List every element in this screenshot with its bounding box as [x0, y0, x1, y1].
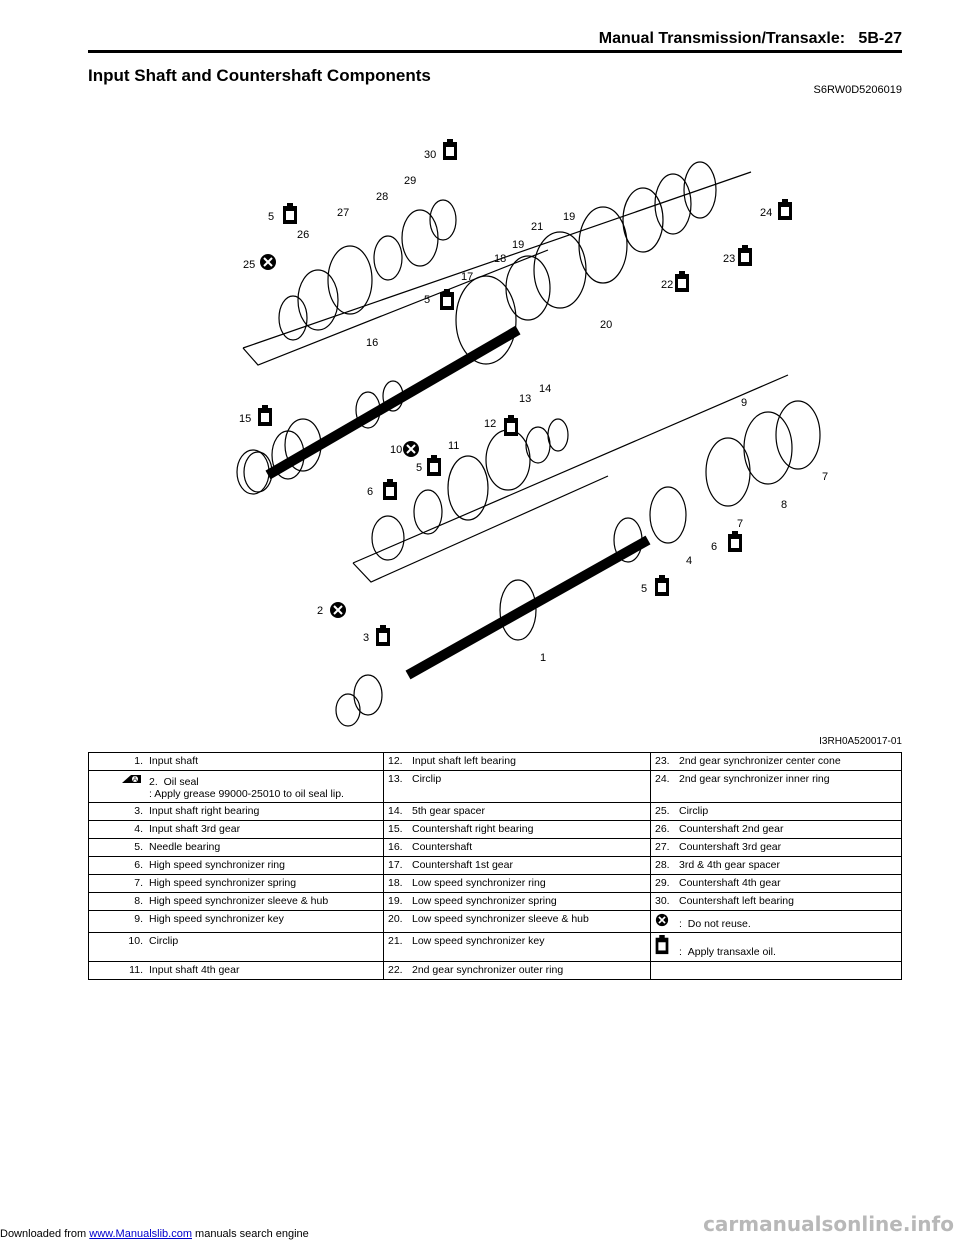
callout-25: 25	[243, 259, 255, 271]
callout-7b: 7	[737, 518, 743, 530]
table-row: 7.High speed synchronizer spring 18.Low …	[88, 874, 902, 893]
callout-14: 14	[539, 383, 551, 395]
figure-code: I3RH0A520017-01	[819, 736, 902, 747]
callout-20: 20	[600, 319, 612, 331]
countershaft-frame	[242, 171, 752, 349]
table-row: 9.High speed synchronizer key 20.Low spe…	[88, 910, 902, 933]
callout-12: 12	[484, 418, 496, 430]
exploded-view-diagram: 30 29 28 27 5 26 25 21 19 19 18 17 5 20 …	[236, 139, 828, 727]
table-row: 6.High speed synchronizer ring 17.Counte…	[88, 856, 902, 875]
transaxle-oil-icon	[655, 935, 679, 958]
callout-5c: 5	[416, 462, 422, 474]
callout-4: 4	[686, 555, 692, 567]
callout-6b: 6	[711, 541, 717, 553]
grease-icon: A	[93, 773, 149, 788]
callout-17: 17	[461, 271, 473, 283]
callout-19a: 19	[563, 211, 575, 223]
callout-5b: 5	[424, 294, 430, 306]
callout-3: 3	[363, 632, 369, 644]
callout-21: 21	[531, 221, 543, 233]
countershaft-body	[265, 325, 521, 480]
callout-1: 1	[540, 652, 546, 664]
callout-29: 29	[404, 175, 416, 187]
callout-13: 13	[519, 393, 531, 405]
table-row: 3.Input shaft right bearing 14.5th gear …	[88, 802, 902, 821]
callout-10: 10	[390, 444, 402, 456]
table-row: 11.Input shaft 4th gear 22.2nd gear sync…	[88, 961, 902, 980]
table-row: 4.Input shaft 3rd gear 15.Countershaft r…	[88, 820, 902, 839]
manualslib-link[interactable]: www.Manualslib.com	[89, 1228, 192, 1240]
table-row: 1.Input shaft 12.Input shaft left bearin…	[88, 752, 902, 771]
callout-18: 18	[494, 253, 506, 265]
callout-2: 2	[317, 605, 323, 617]
callout-26: 26	[297, 229, 309, 241]
header-title: Manual Transmission/Transaxle: 5B-27	[599, 30, 902, 48]
callout-22: 22	[661, 279, 673, 291]
page-number: 5B-27	[858, 30, 902, 47]
callout-28: 28	[376, 191, 388, 203]
header-rule	[88, 50, 902, 53]
input-shaft-body	[405, 535, 651, 680]
callout-15: 15	[239, 413, 251, 425]
callout-30: 30	[424, 149, 436, 161]
svg-text:A: A	[133, 777, 137, 783]
footer: Downloaded from www.Manualslib.com manua…	[0, 1228, 309, 1240]
input-shaft-frame	[352, 374, 789, 564]
callout-9: 9	[741, 397, 747, 409]
callout-5d: 5	[641, 583, 647, 595]
watermark: carmanualsonline.info	[703, 1212, 954, 1236]
callout-16: 16	[366, 337, 378, 349]
callout-8: 8	[781, 499, 787, 511]
table-row: 10.Circlip 21.Low speed synchronizer key…	[88, 932, 902, 962]
callout-7a: 7	[822, 471, 828, 483]
callout-23: 23	[723, 253, 735, 265]
callout-24: 24	[760, 207, 772, 219]
callout-6a: 6	[367, 486, 373, 498]
header-title-text: Manual Transmission/Transaxle:	[598, 30, 846, 47]
callout-19b: 19	[512, 239, 524, 251]
section-code: S6RW0D5206019	[813, 84, 902, 96]
table-row: 5.Needle bearing 16.Countershaft 27.Coun…	[88, 838, 902, 857]
section-title: Input Shaft and Countershaft Components	[88, 66, 431, 85]
legend-table: 1.Input shaft 12.Input shaft left bearin…	[88, 752, 902, 980]
callout-5a: 5	[268, 211, 274, 223]
do-not-reuse-icon	[655, 913, 679, 930]
callout-11: 11	[448, 440, 459, 452]
callout-27: 27	[337, 207, 349, 219]
table-row: 8.High speed synchronizer sleeve & hub 1…	[88, 892, 902, 911]
